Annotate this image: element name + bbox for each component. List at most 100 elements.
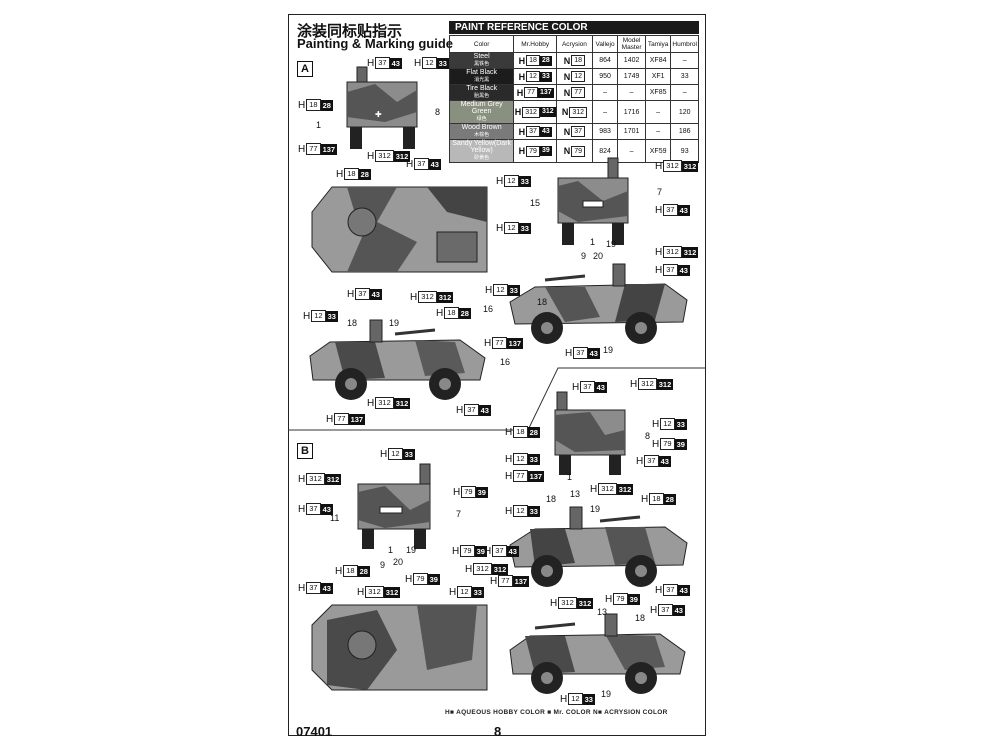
vehicle-a-front-view: [557, 157, 629, 245]
color-swatch: Sandy Yellow(Dark Yellow)砂黄色: [448, 139, 515, 163]
cell-humbrol: 33: [670, 68, 699, 85]
col-humbrol: Humbrol: [670, 35, 699, 53]
col-color: Color: [448, 35, 515, 53]
cell-modelmaster: 1749: [617, 68, 646, 85]
vehicle-a-right-side-view: [509, 263, 688, 344]
vehicle-b-front-view: [357, 463, 431, 549]
cell-humbrol: –: [670, 84, 699, 101]
part-number: 19: [606, 239, 617, 249]
part-number: 18: [347, 318, 358, 328]
part-number: 1: [388, 545, 394, 555]
part-number: 19: [406, 545, 417, 555]
part-number: 19: [590, 504, 601, 514]
part-number: 9: [581, 251, 587, 261]
cell-modelmaster: –: [617, 139, 646, 163]
part-number: 20: [393, 557, 404, 567]
table-header-row: Color Mr.Hobby Acrysion Vallejo Model Ma…: [448, 35, 699, 53]
cell-vallejo: –: [591, 100, 619, 124]
cell-tamiya: XF84: [644, 52, 672, 69]
cell-humbrol: 93: [670, 139, 699, 163]
cell-vallejo: 983: [591, 123, 619, 140]
part-number: 7: [456, 509, 462, 519]
cell-modelmaster: 1716: [617, 100, 646, 124]
paint-reference-header: PAINT REFERENCE COLOR: [449, 21, 699, 34]
part-number: 18: [635, 613, 646, 623]
vehicle-a-left-side-view: [309, 319, 486, 400]
part-number: 18: [546, 494, 557, 504]
part-number: 1: [590, 237, 596, 247]
cell-vallejo: –: [591, 84, 619, 101]
part-number: 19: [603, 345, 614, 355]
kit-code: 07401: [296, 724, 333, 739]
cell-humbrol: –: [670, 52, 699, 69]
cell-vallejo: 950: [591, 68, 619, 85]
vehicle-b-right-side-view: [509, 506, 688, 587]
part-number: 15: [530, 198, 541, 208]
vehicle-a-rear-view: ✚: [346, 66, 418, 149]
part-number: 20: [593, 251, 604, 261]
part-number: 13: [597, 607, 608, 617]
col-acrysion: Acrysion: [556, 35, 593, 53]
cell-humbrol: 186: [670, 123, 699, 140]
cell-modelmaster: 1402: [617, 52, 646, 69]
vehicle-b-top-view: [311, 604, 488, 691]
